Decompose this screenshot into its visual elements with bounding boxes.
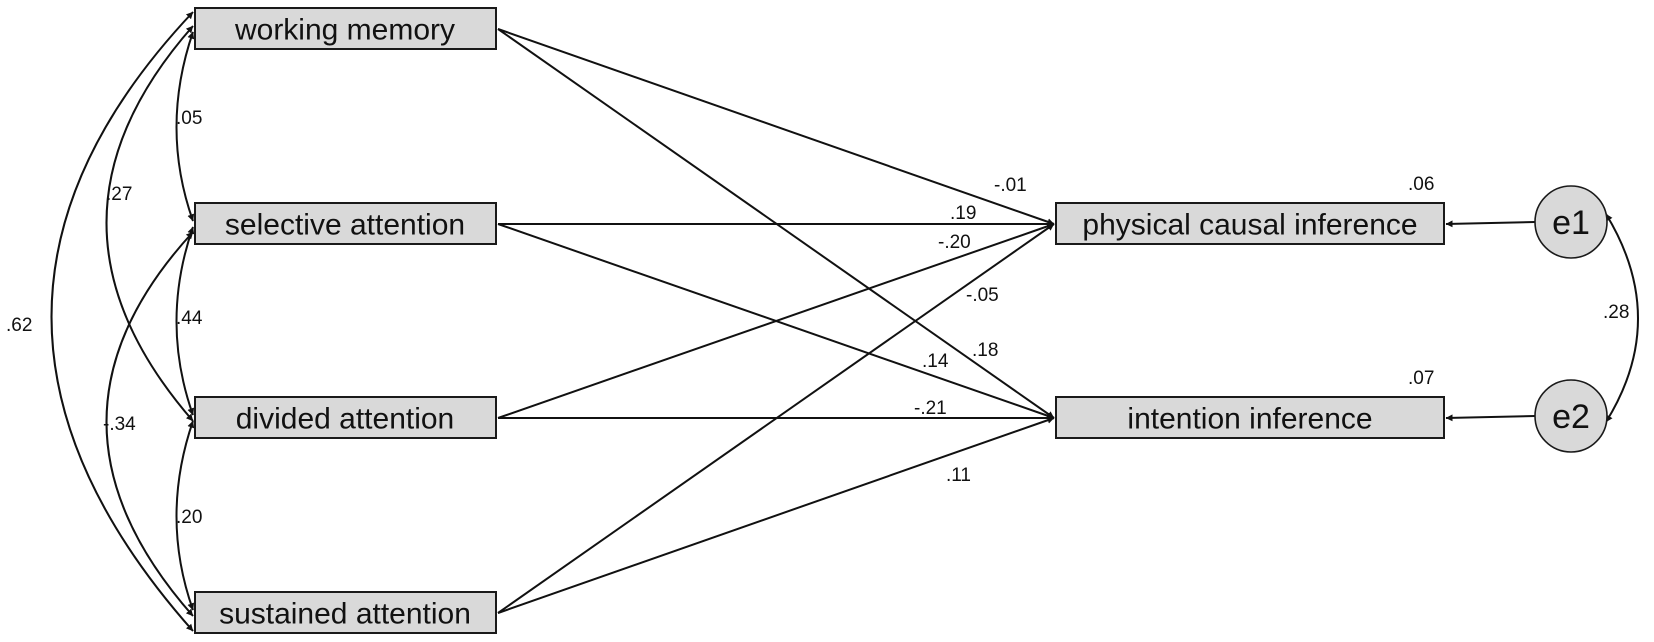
path-label-sus-phys: -.05 <box>966 285 999 306</box>
error-e2: e2 <box>1534 379 1608 453</box>
path-sustained-to-physical <box>497 223 1055 614</box>
path-label-sus-int: .11 <box>946 465 971 486</box>
box-physical-causal-inference: physical causal inference <box>1055 202 1445 245</box>
cov-label-wm-div: .27 <box>106 184 132 205</box>
cov-label-e1-e2: .28 <box>1603 302 1629 323</box>
e1-label: e1 <box>1552 204 1590 242</box>
box-sustained-attention: sustained attention <box>194 591 497 634</box>
path-divided-to-physical <box>497 222 1055 419</box>
path-label-wm-phys: -.01 <box>994 175 1027 196</box>
box-intention-inference: intention inference <box>1055 396 1445 439</box>
sustained-attention-label: sustained attention <box>219 598 471 631</box>
cov-arc-wm-sus <box>50 11 194 632</box>
cov-label-sel-div: .44 <box>176 308 203 329</box>
path-label-wm-int: .18 <box>972 340 998 361</box>
path-label-div-int: -.21 <box>914 398 947 419</box>
selective-attention-label: selective attention <box>225 209 465 242</box>
cov-label-wm-sus: .62 <box>6 315 32 336</box>
path-label-div-phys: -.20 <box>938 232 971 253</box>
divided-attention-label: divided attention <box>236 403 455 436</box>
regression-paths <box>497 28 1536 614</box>
error-e1: e1 <box>1534 185 1608 259</box>
box-working-memory: working memory <box>194 7 497 50</box>
cov-arc-sel-sus <box>105 231 194 617</box>
intention-inference-label: intention inference <box>1127 403 1372 436</box>
cov-label-div-sus: .20 <box>176 507 202 528</box>
path-label-sel-int: .14 <box>922 351 949 372</box>
path-e1-to-physical <box>1445 220 1536 228</box>
r2-physical-causal-inference: .06 <box>1408 174 1434 195</box>
box-selective-attention: selective attention <box>194 202 497 245</box>
cov-arc-wm-div <box>105 25 194 422</box>
box-divided-attention: divided attention <box>194 396 497 439</box>
covariance-arcs <box>50 11 1639 632</box>
physical-causal-inference-label: physical causal inference <box>1082 209 1417 242</box>
r2-intention-inference: .07 <box>1408 368 1434 389</box>
path-e2-to-intention <box>1445 414 1536 422</box>
path-label-sel-phys: .19 <box>950 203 976 224</box>
path-working-memory-to-physical <box>497 28 1055 226</box>
cov-arc-e1-e2 <box>1605 213 1639 423</box>
working-memory-label: working memory <box>234 14 455 47</box>
e2-label: e2 <box>1552 398 1590 436</box>
cov-label-wm-sel: .05 <box>176 108 202 129</box>
cov-label-sel-sus: -.34 <box>103 414 136 435</box>
path-sustained-to-intention <box>497 416 1055 614</box>
